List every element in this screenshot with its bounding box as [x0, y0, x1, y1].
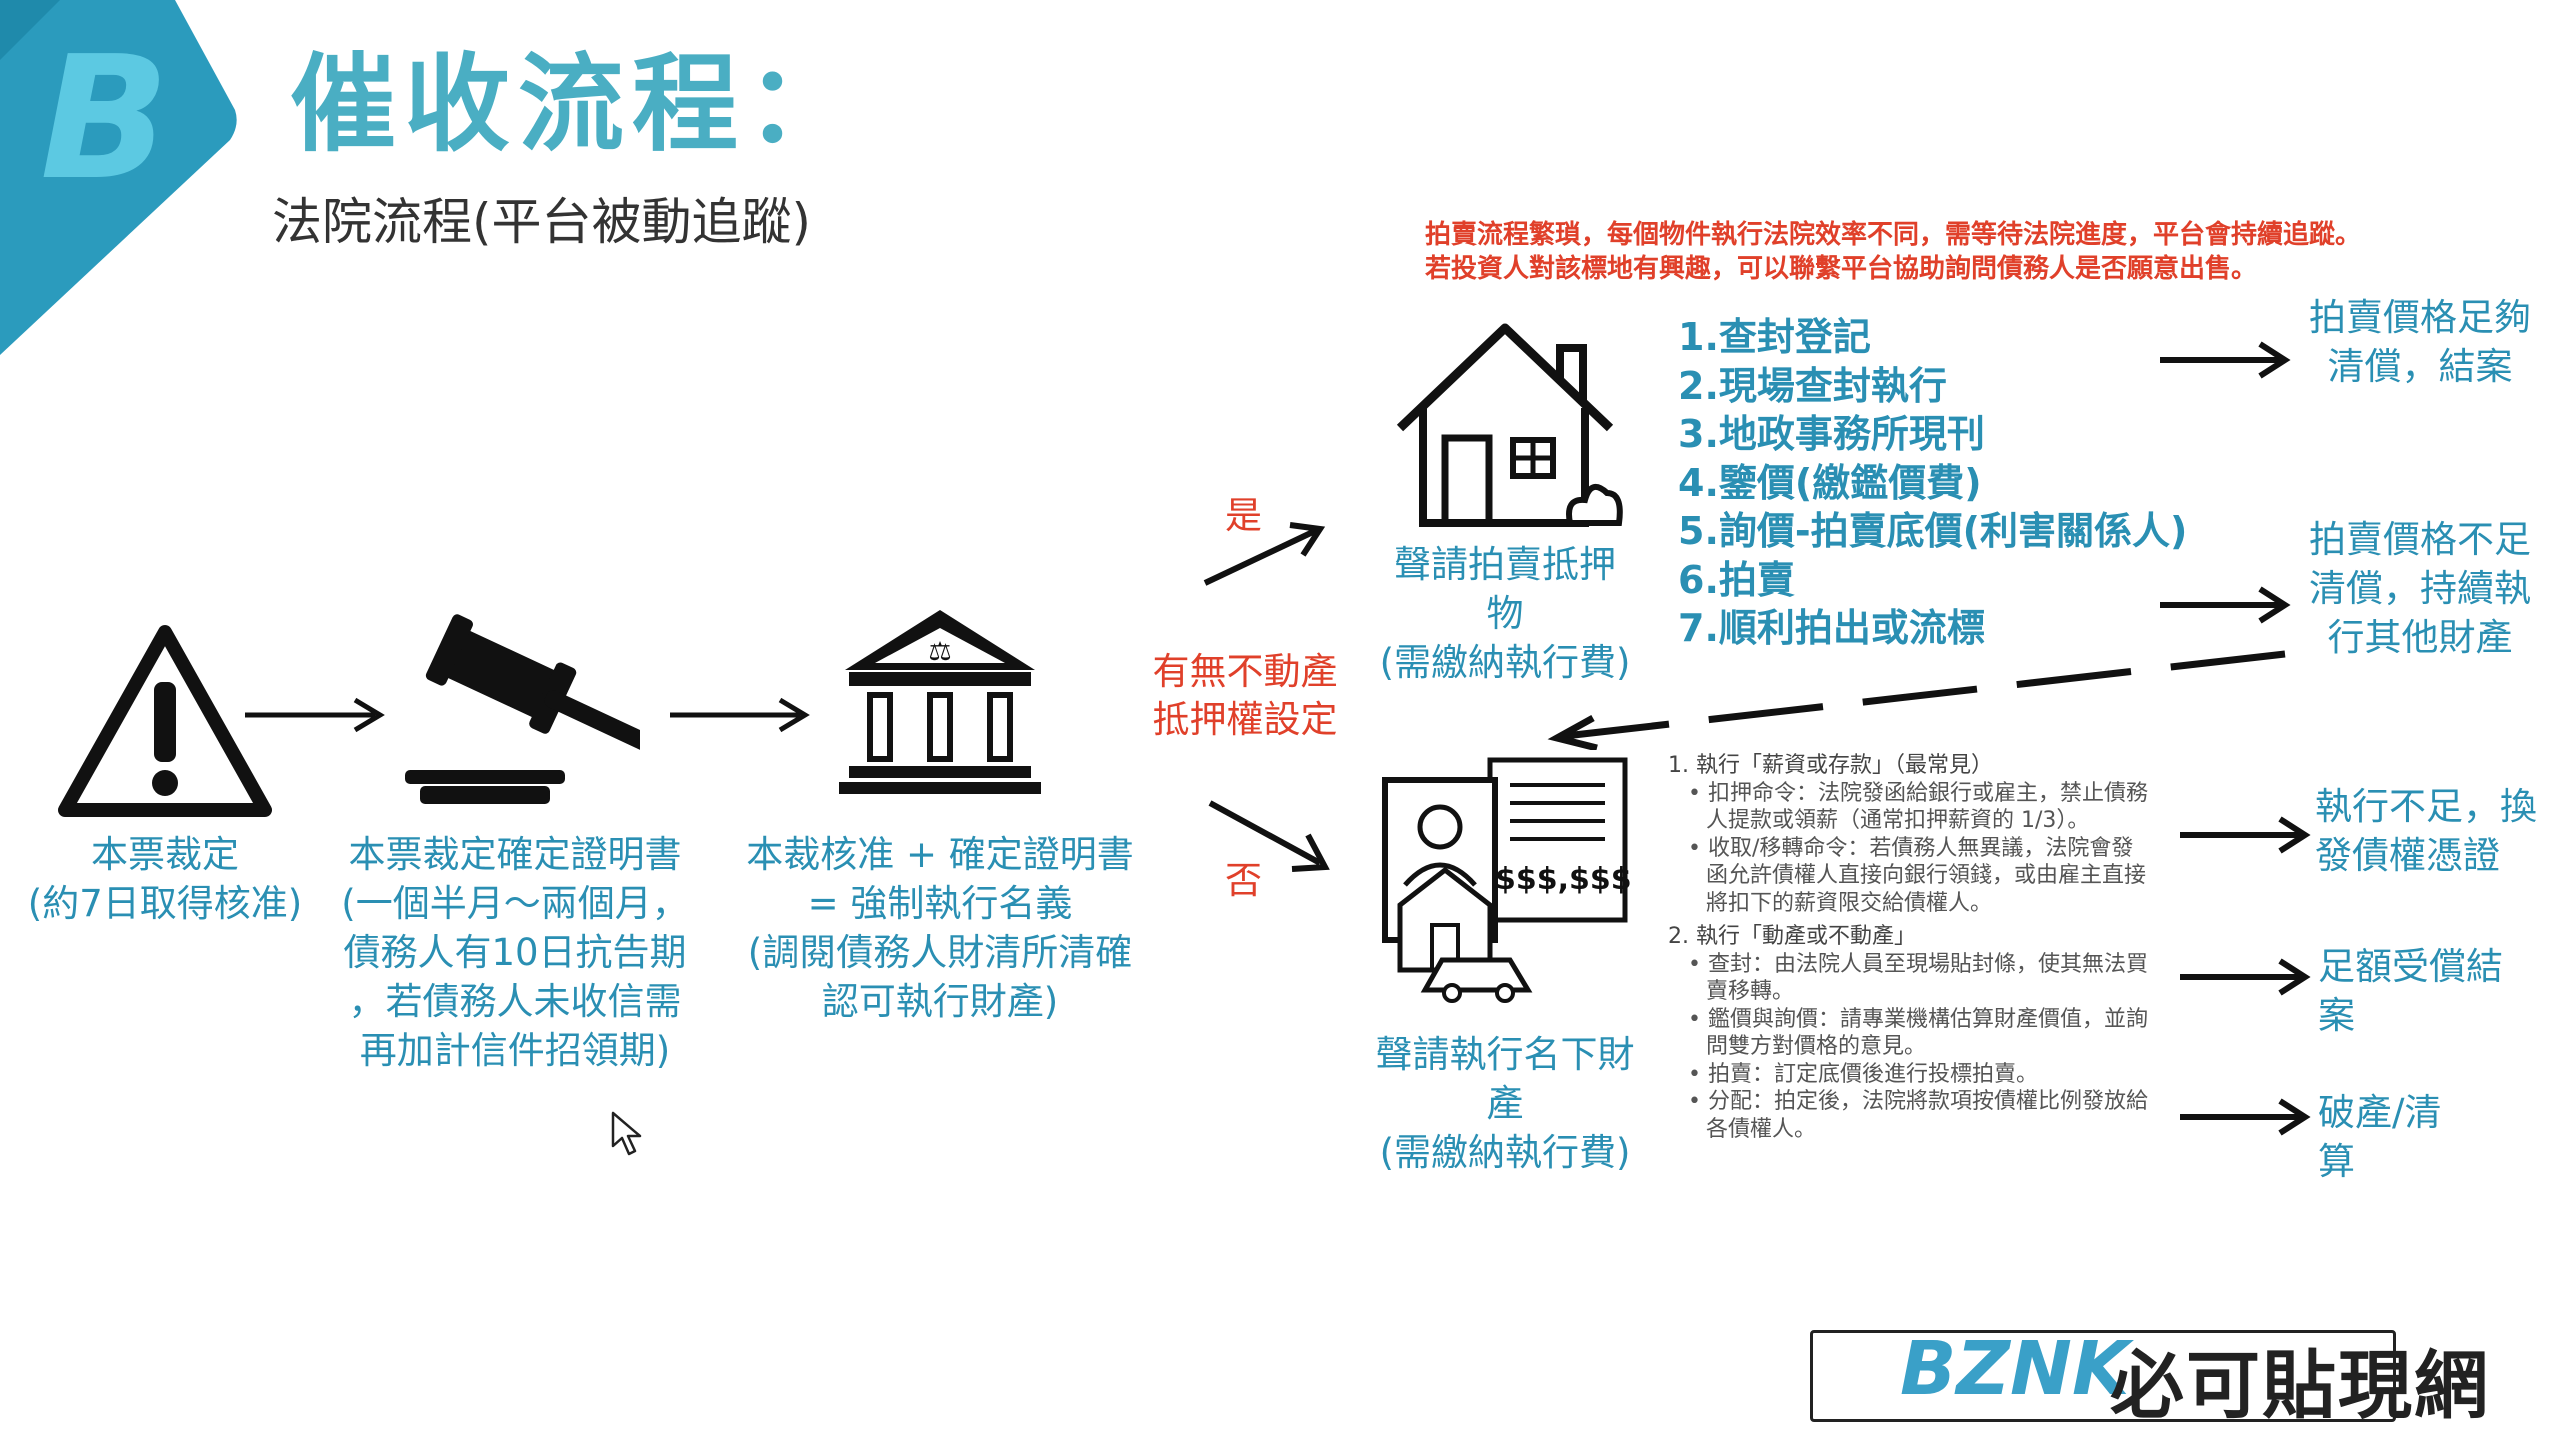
- auction-step: 7.順利拍出或流標: [1678, 606, 1985, 650]
- arrow-right-icon: [2160, 341, 2291, 379]
- detail-heading: 2. 執行「動產或不動產」: [1668, 924, 1916, 949]
- return-arrow-icon: [1547, 650, 2286, 750]
- detail-item: • 查封：由法院人員至現場貼封條，使其無法買賣移轉。: [1688, 951, 2148, 1005]
- arrow-right-icon: [2160, 586, 2291, 624]
- property-outcome-full: 足額受償結 案: [2318, 945, 2503, 1037]
- detail-item: • 分配：拍定後，法院將款項按債權比例發放給各債權人。: [1688, 1089, 2148, 1142]
- money-text: $$$,$$$: [1495, 862, 1632, 897]
- corner-logo-banner: [0, 0, 237, 355]
- detail-heading: 1. 執行「薪資或存款」（最常見）: [1668, 753, 1993, 778]
- auction-note: 拍賣流程繁瑣，每個物件執行法院效率不同，需等待法院進度，平台會持續追蹤。 若投資…: [1425, 220, 2362, 284]
- gavel-icon: [405, 614, 640, 804]
- auction-outcome-insufficient: 拍賣價格不足 清償，持續執 行其他財產: [2309, 518, 2531, 659]
- execution-details: 1. 執行「薪資或存款」（最常見）• 扣押命令：法院發函給銀行或雇主，禁止債務人…: [1668, 752, 2148, 1143]
- detail-item: • 鑑價與詢價：請專業機構估算財產價值，並詢問雙方對價格的意見。: [1688, 1006, 2148, 1060]
- page-subtitle: 法院流程(平台被動追蹤): [272, 193, 812, 251]
- property-documents-icon: [1382, 757, 1628, 1003]
- no-label: 否: [1225, 859, 1262, 902]
- page-title: 催收流程：: [290, 43, 860, 166]
- arrow-right-icon: [2180, 1098, 2311, 1136]
- auction-step: 4.鑒價(繳鑑價費): [1678, 460, 1982, 505]
- property-outcome-bankruptcy: 破產/清 算: [2318, 1091, 2442, 1183]
- property-caption: 聲請執行名下財 產 (需繳納執行費): [1375, 1033, 1635, 1174]
- arrow-up-right-icon: [1203, 522, 1326, 586]
- auction-steps-list: 1.查封登記 2.現場查封執行 3.地政事務所現刊 4.鑒價(繳鑑價費) 5.詢…: [1678, 313, 2238, 653]
- detail-item: • 收取/移轉命令：若債務人無異議，法院會發函允許債權人直接向銀行領錢，或由雇主…: [1688, 835, 2147, 916]
- auction-step: 5.詢價-拍賣底價(利害關係人): [1678, 509, 2188, 553]
- auction-step: 2.現場查封執行: [1678, 363, 1947, 408]
- auction-step: 1.查封登記: [1678, 315, 1871, 359]
- auction-step: 3.地政事務所現刊: [1678, 412, 1985, 456]
- arrow-right-icon: [2180, 816, 2311, 854]
- auction-step: 6.拍賣: [1678, 557, 1795, 602]
- yes-label: 是: [1225, 494, 1262, 537]
- watermark-box: [1810, 1330, 2396, 1422]
- decision-label: 有無不動產 抵押權設定: [1152, 650, 1338, 741]
- arrow-down-right-icon: [1208, 800, 1330, 872]
- auction-outcome-sufficient: 拍賣價格足夠 清償，結案: [2309, 296, 2531, 388]
- auction-caption: 聲請拍賣抵押 物 (需繳納執行費): [1379, 543, 1631, 684]
- step2-caption: 本票裁定確定證明書 (一個半月～兩個月， 債務人有10日抗告期 ，若債務人未收信…: [341, 833, 689, 1072]
- courthouse-icon: ⚖: [839, 610, 1041, 794]
- mouse-cursor-icon: [611, 1111, 642, 1156]
- watermark-cjk: 必可貼現網: [2110, 1343, 2490, 1429]
- step1-caption: 本票裁定 (約7日取得核准): [27, 833, 303, 925]
- detail-item: • 扣押命令：法院發函給銀行或雇主，禁止債務人提款或領薪（通常扣押薪資的 1/3…: [1688, 780, 2148, 834]
- logo-letter: B: [40, 20, 170, 218]
- arrow-right-icon: [670, 697, 810, 733]
- step3-caption: 本裁核准 + 確定證明書 = 強制執行名義 (調閱債務人財清所清確 認可執行財產…: [746, 833, 1134, 1023]
- svg-text:⚖: ⚖: [928, 637, 951, 667]
- arrow-right-icon: [2180, 958, 2311, 996]
- property-outcome-certificate: 執行不足，換 發債權憑證: [2315, 785, 2537, 877]
- house-icon: [1396, 323, 1623, 527]
- watermark-latin: BZNK: [1900, 1326, 2130, 1412]
- arrow-right-icon: [245, 697, 385, 733]
- warning-icon: [58, 625, 272, 817]
- detail-item: • 拍賣：訂定底價後進行投標拍賣。: [1688, 1061, 2038, 1087]
